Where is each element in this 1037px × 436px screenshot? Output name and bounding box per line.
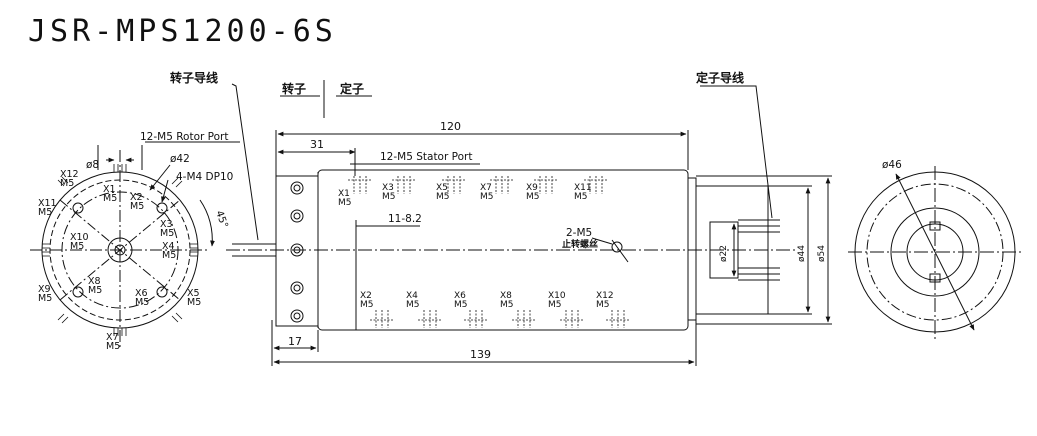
dim-phi44: ø44 [797,245,807,262]
side-port-x9: X9 [526,183,538,193]
svg-text:M5: M5 [338,198,352,208]
svg-text:M5: M5 [526,192,540,202]
port-x4: X4 [162,241,175,252]
rotor-flange [275,175,319,327]
svg-text:M5: M5 [162,250,176,261]
rotor-lead-label: 转子导线 [170,70,218,85]
rotor-port-label: 12-M5 Rotor Port [140,131,229,143]
svg-text:M5: M5 [187,297,201,308]
svg-text:M5: M5 [454,300,468,310]
dim-31: 31 [310,138,324,151]
side-port-x7: X7 [480,183,492,193]
port-x9: X9 [38,284,51,295]
set-screw-cn-label: 止转螺丝 [562,238,598,250]
side-port-x5: X5 [436,183,448,193]
svg-text:M5: M5 [160,228,174,239]
svg-text:M5: M5 [574,192,588,202]
side-port-x4: X4 [406,291,418,301]
side-port-x6: X6 [454,291,466,301]
dim-phi54: ø54 [817,245,827,262]
port-x6: X6 [135,288,148,299]
side-port-x1: X1 [338,189,350,199]
port-x8: X8 [88,276,101,287]
port-x3: X3 [160,219,173,230]
phi8-label: ø8 [86,159,99,171]
port-x10: X10 [70,232,89,243]
svg-text:M5: M5 [436,192,450,202]
bolt-hole-3 [72,286,84,298]
side-port-x10: X10 [548,291,566,301]
svg-text:M5: M5 [38,207,52,218]
phi46-label: ø46 [882,159,902,171]
port-x5: X5 [187,288,200,299]
svg-text:M5: M5 [480,192,494,202]
svg-text:M5: M5 [135,297,149,308]
bolt-hole-2 [156,202,168,214]
side-view-labels: 转子导线 转子 定子 定子导线 120 31 12-M5 Stator Port… [170,70,827,361]
svg-text:M5: M5 [60,178,74,189]
svg-text:M5: M5 [548,300,562,310]
side-port-x12: X12 [596,291,614,301]
angle-label: 45° [213,209,229,229]
port-x7: X7 [106,332,119,343]
svg-text:M5: M5 [382,192,396,202]
stator-port-label: 12-M5 Stator Port [380,151,472,163]
port-x2: X2 [130,192,143,203]
svg-text:M5: M5 [596,300,610,310]
dim-120: 120 [440,120,461,133]
dim-139: 139 [470,348,491,361]
phi42-label: ø42 [170,153,190,165]
stator-label: 定子 [340,81,364,96]
side-port-x2: X2 [360,291,372,301]
port-x12: X12 [60,169,79,180]
rotor-label: 转子 [282,81,306,96]
svg-text:M5: M5 [360,300,374,310]
right-end-view [848,166,1022,340]
port-x1: X1 [103,184,116,195]
svg-text:M5: M5 [130,201,144,212]
svg-text:M5: M5 [38,293,52,304]
drawing-title: JSR-MPS1200-6S [28,14,337,49]
bolt-hole-4 [156,286,168,298]
side-view [226,80,832,366]
port-x11: X11 [38,198,57,209]
m4-label: 4-M4 DP10 [176,171,233,183]
svg-text:M5: M5 [70,241,84,252]
left-end-view [30,141,240,348]
side-port-x3: X3 [382,183,394,193]
bolt-hole-1 [72,202,84,214]
dim-17: 17 [288,335,302,348]
svg-text:M5: M5 [406,300,420,310]
svg-text:M5: M5 [500,300,514,310]
svg-text:M5: M5 [106,341,120,352]
set-screw-label: 2-M5 [566,227,592,239]
dim-phi22: ø22 [719,245,729,262]
left-end-labels: 12-M5 Rotor Port ø8 ø42 4-M4 DP10 45° X1… [38,131,233,352]
side-port-x8: X8 [500,291,512,301]
svg-text:M5: M5 [103,193,117,204]
dim-11-8-2: 11-8.2 [388,213,422,225]
side-port-x11: X11 [574,183,592,193]
stator-lead-label: 定子导线 [696,70,744,85]
svg-text:M5: M5 [88,285,102,296]
